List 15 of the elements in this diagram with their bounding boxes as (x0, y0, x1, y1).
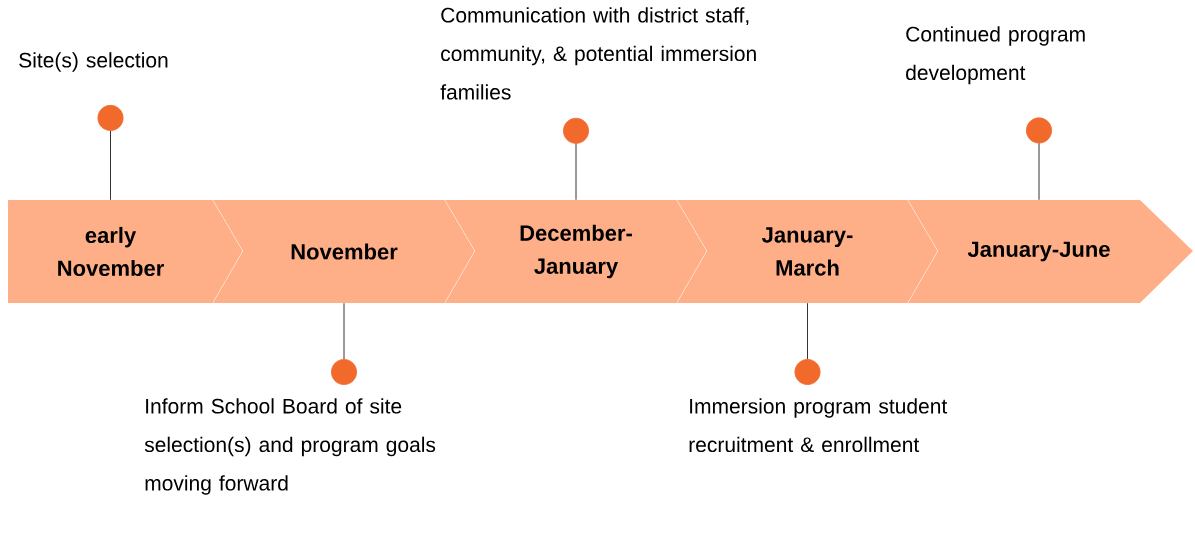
pin-connector (331, 302, 357, 385)
period-label: November (291, 243, 398, 260)
period-label: December-January (520, 224, 632, 279)
pin-connector (563, 117, 589, 201)
pin-connector (97, 104, 124, 201)
pin-connector (1026, 117, 1052, 201)
period-label: January-March (762, 227, 853, 276)
period-label: early November (58, 226, 164, 277)
milestone-text: Inform School Board of site selection(s) and program goals moving forward (144, 398, 436, 495)
period-label: January-June (967, 241, 1110, 262)
milestone-text: Site(s) selection (19, 52, 168, 72)
milestone-text: Immersion program student recruitment & enrollment (689, 398, 948, 453)
milestone-text: Continued program development (906, 26, 1085, 85)
pin-connector (794, 302, 821, 385)
milestone-text: Communication with district staff, community, & potential immersion families (440, 7, 756, 100)
